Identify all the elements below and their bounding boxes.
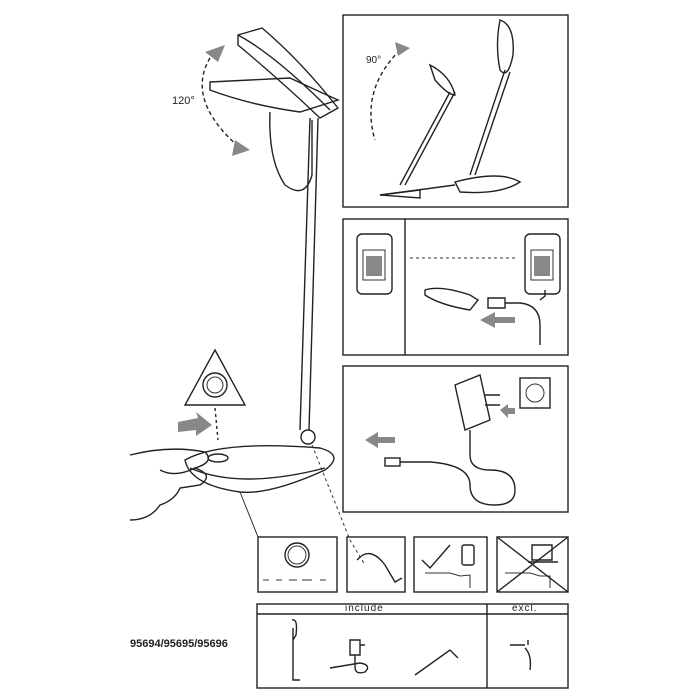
tilt-angle-label: 120° (172, 95, 195, 107)
main-lamp-illustration (129, 27, 366, 566)
model-numbers: 95694/95695/95696 (130, 638, 228, 650)
adapter-panel (342, 365, 569, 513)
rotate-angle-label: 90° (366, 55, 382, 66)
hinge-tool-box (346, 536, 406, 593)
touch-dimmer-box (257, 536, 338, 593)
phone-charging-ok-box (413, 536, 488, 593)
laptop-charging-not-allowed-box (496, 536, 569, 593)
usb-charging-panel (342, 218, 569, 356)
include-header: include (345, 603, 384, 614)
contents-table (256, 603, 569, 689)
excluded-header: excl. (512, 603, 538, 614)
rotate-panel (342, 14, 569, 208)
